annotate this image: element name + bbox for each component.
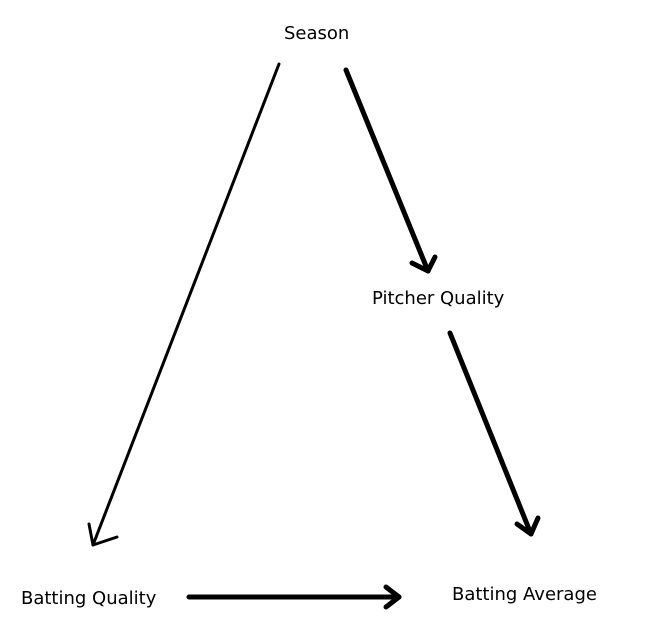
- node-batting-average-label: Batting Average: [452, 584, 597, 605]
- node-season-label: Season: [284, 23, 350, 44]
- edge-season-to-batting-quality: [87, 62, 281, 547]
- edge-pitcher-quality-to-batting-average: [447, 330, 541, 537]
- node-pitcher-quality-label: Pitcher Quality: [372, 288, 505, 309]
- edge-batting-quality-to-batting-average: [186, 584, 402, 610]
- node-batting-quality-label: Batting Quality: [21, 588, 157, 609]
- edge-season-to-pitcher-quality: [343, 67, 438, 274]
